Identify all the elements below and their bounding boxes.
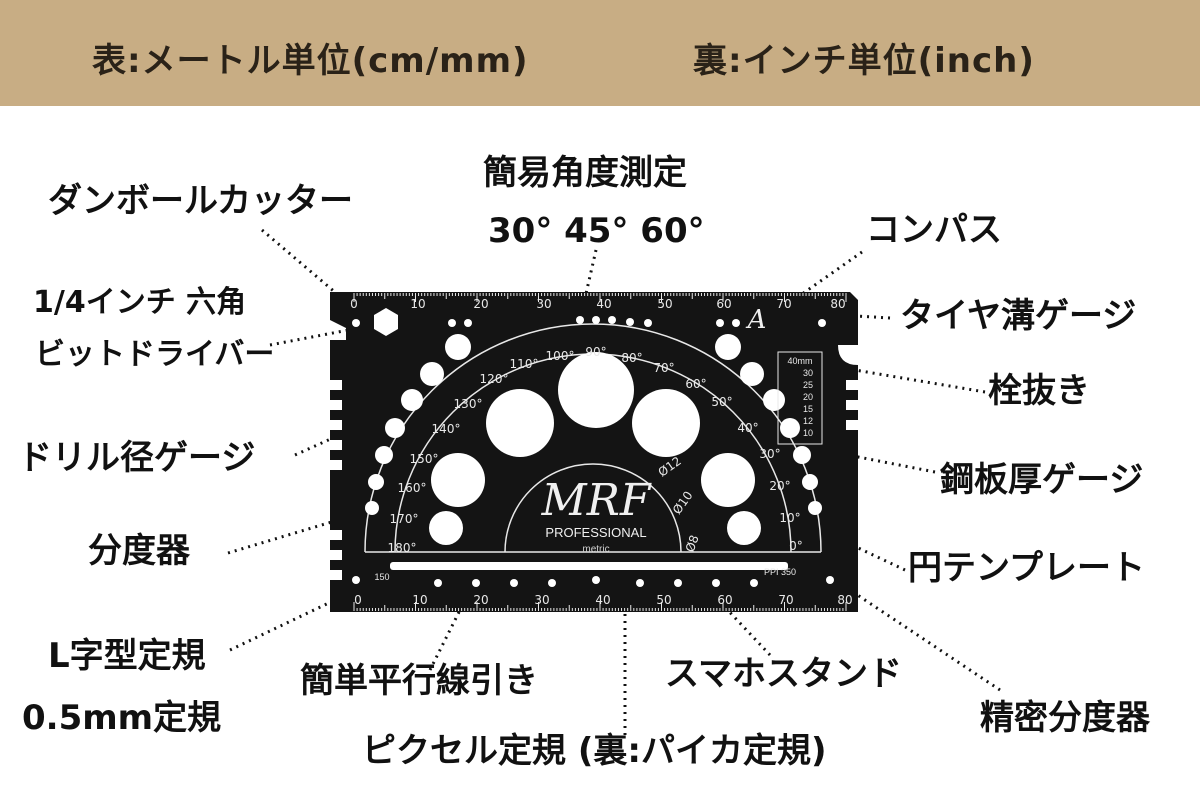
top-ruler-label: 0 (350, 297, 358, 311)
angle-label: 10° (779, 511, 800, 525)
angle-label: 130° (454, 397, 483, 411)
header-back-unit: 裏:インチ単位(inch) (693, 41, 1035, 81)
top-ruler-label: 10 (410, 297, 425, 311)
label-angle-title: 簡易角度測定 (483, 153, 687, 193)
label-pixel-ruler: ピクセル定規 (裏:パイカ定規) (362, 731, 827, 771)
top-ruler-label: 20 (473, 297, 488, 311)
top-ruler-label: 70 (776, 297, 791, 311)
tire-scale-label: 15 (803, 404, 813, 414)
drill-gauge-holes-left (365, 334, 471, 515)
top-ruler-label: 30 (536, 297, 551, 311)
header-bar: 表:メートル単位(cm/mm) 裏:インチ単位(inch) (0, 0, 1200, 106)
bottom-ruler-label: 40 (595, 593, 610, 607)
angle-label: 0° (789, 539, 803, 553)
tire-gauge-scale (777, 351, 823, 445)
angle-label: 110° (510, 357, 539, 371)
angle-label: 180° (388, 541, 417, 555)
label-half-mm-ruler: 0.5mm定規 (22, 698, 222, 738)
parallel-line-slot (390, 562, 788, 570)
header-front-unit: 表:メートル単位(cm/mm) (92, 41, 529, 81)
compass-icon: A (746, 305, 767, 335)
label-circle-template: 円テンプレート (908, 548, 1145, 588)
label-steel-gauge: 鋼板厚ゲージ (940, 460, 1144, 500)
unit-label: metric (582, 544, 609, 555)
bottom-hole-row (352, 576, 834, 587)
bottom-ruler-label: 70 (778, 593, 793, 607)
angle-label: 20° (769, 479, 790, 493)
bottom-ruler-label: 30 (534, 593, 549, 607)
label-compass: コンパス (866, 210, 1002, 250)
angle-label: 80° (621, 351, 642, 365)
angle-label: 160° (398, 481, 427, 495)
tire-gauge-labels: 40mm 30 25 20 15 12 10 (787, 356, 813, 438)
tire-scale-label: 12 (803, 416, 813, 426)
top-ruler-label: 60 (716, 297, 731, 311)
bottom-ruler-label: 0 (354, 593, 362, 607)
angle-label: 120° (480, 372, 509, 386)
top-ruler-label: 40 (596, 297, 611, 311)
top-ruler-label: 80 (830, 297, 845, 311)
bottom-ruler-label: 20 (473, 593, 488, 607)
hex-bit-hole (374, 308, 398, 336)
bottom-ruler-labels: 0 10 20 30 40 50 60 70 80 (354, 593, 852, 607)
brand-logo: MRF (541, 475, 652, 526)
pixel-start-label: 150 (374, 572, 389, 582)
label-cardboard-cutter: ダンボールカッター (48, 181, 353, 221)
drill-gauge-holes-right (715, 334, 822, 515)
brand-subtitle: PROFESSIONAL (545, 525, 646, 540)
tire-scale-label: 10 (803, 428, 813, 438)
label-phone-stand: スマホスタンド (665, 654, 902, 694)
angle-label: 140° (432, 422, 461, 436)
tire-scale-label: 30 (803, 368, 813, 378)
tire-scale-label: 40mm (787, 356, 812, 366)
top-ruler-labels: 0 10 20 30 40 50 60 70 80 (350, 297, 845, 311)
label-tire-gauge: タイヤ溝ゲージ (900, 296, 1137, 336)
angle-label: 100° (546, 349, 575, 363)
tire-scale-label: 20 (803, 392, 813, 402)
label-protractor: 分度器 (88, 531, 190, 571)
bottom-ruler-label: 60 (717, 593, 732, 607)
circle-size-label: Ø8 (683, 533, 702, 554)
protractor-angle-labels: 100° 110° 120° 130° 140° 150° 160° 170° … (388, 345, 803, 555)
label-drill-gauge: ドリル径ゲージ (18, 438, 256, 478)
label-precision-protractor: 精密分度器 (980, 698, 1150, 738)
top-hole-row (352, 316, 826, 327)
ppi-label: PPI 350 (764, 567, 796, 577)
top-ruler-label: 50 (657, 297, 672, 311)
ruler-ticks (353, 293, 847, 611)
bottom-ruler-label: 10 (412, 593, 427, 607)
angle-label: 40° (737, 421, 758, 435)
label-hex-driver-1: 1/4インチ 六角 (33, 285, 247, 320)
angle-label: 170° (390, 512, 419, 526)
angle-label: 150° (410, 452, 439, 466)
circle-template-holes (429, 352, 761, 545)
angle-label: 50° (711, 395, 732, 409)
bottom-ruler-label: 80 (837, 593, 852, 607)
label-plug-puller: 栓抜き (988, 371, 1090, 411)
label-l-ruler: L字型定規 (48, 636, 206, 676)
label-parallel-lines: 簡単平行線引き (300, 661, 538, 701)
angle-label: 60° (685, 377, 706, 391)
label-hex-driver-2: ビットドライバー (35, 337, 275, 372)
label-angle-values: 30° 45° 60° (488, 211, 705, 251)
tire-scale-label: 25 (803, 380, 813, 390)
angle-label: 70° (653, 361, 674, 375)
bottom-ruler-label: 50 (656, 593, 671, 607)
angle-label: 30° (759, 447, 780, 461)
angle-label: 90° (585, 345, 606, 359)
